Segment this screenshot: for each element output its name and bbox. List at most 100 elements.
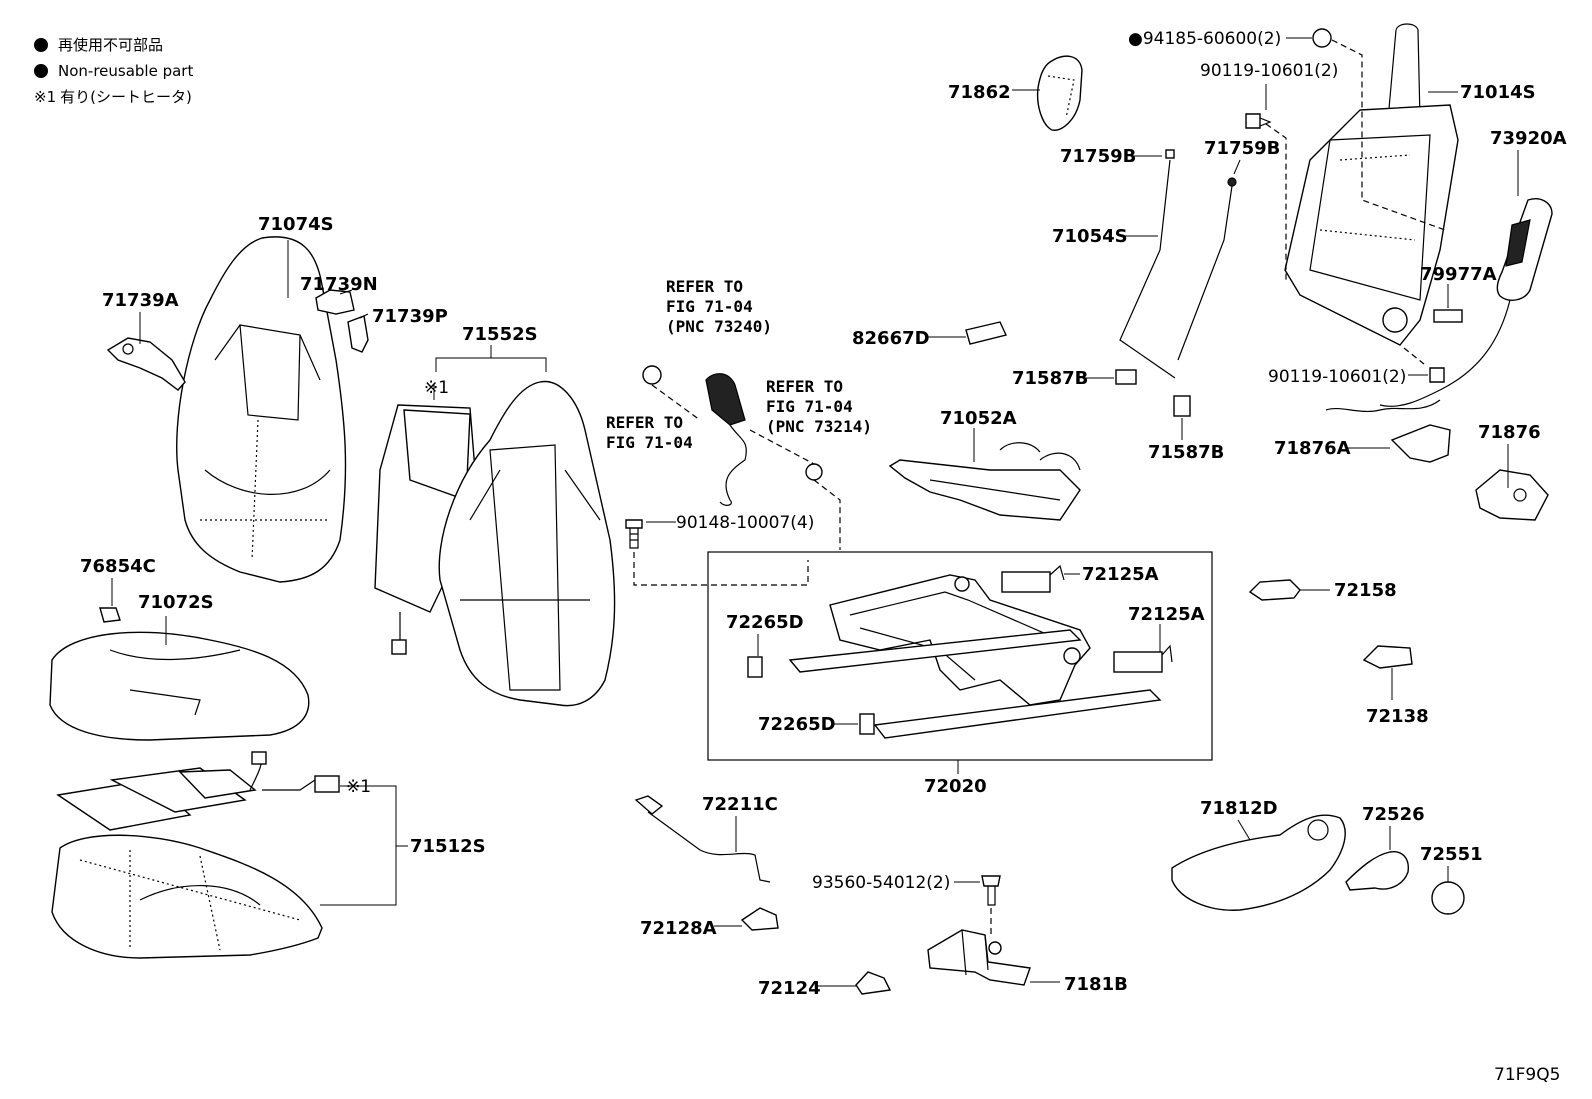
bolt-93560	[981, 875, 1001, 906]
part-label-93560: 93560-54012(2)	[812, 873, 950, 893]
part-label-71739N: 71739N	[300, 274, 378, 295]
part-label-94185: ●94185-60600(2)	[1128, 29, 1281, 49]
part-label-90148: 90148-10007(4)	[676, 513, 814, 533]
label-79977A-part	[1433, 309, 1463, 323]
spring-71052A	[888, 442, 1081, 521]
part-label-71759B-left: 71759B	[1060, 146, 1136, 167]
nut-icon	[642, 365, 662, 385]
group-bracket-71552S	[435, 345, 547, 372]
legend: 再使用不可部品 Non-reusable part ※1 有り(シートヒータ)	[34, 32, 193, 110]
part-label-71812D: 71812D	[1200, 798, 1278, 819]
part-label-71074S: 71074S	[258, 214, 334, 235]
part-label-71054S: 71054S	[1052, 226, 1128, 247]
part-label-72211C: 72211C	[702, 794, 778, 815]
part-label-76854C: 76854C	[80, 556, 156, 577]
bolt-90119-lower	[1429, 367, 1445, 383]
legend-en-text: Non-reusable part	[58, 62, 194, 80]
part-label-72128A: 72128A	[640, 918, 717, 939]
part-label-72526: 72526	[1362, 804, 1425, 825]
part-label-73920A: 73920A	[1490, 128, 1567, 149]
clip-71739N	[315, 289, 355, 315]
seatback-frame-71014S	[1284, 23, 1459, 346]
dashed-guide	[651, 384, 841, 550]
refer-c-line3: (PNC 73214)	[766, 417, 872, 436]
part-label-72265D-lower: 72265D	[758, 714, 836, 735]
part-label-72551: 72551	[1420, 844, 1483, 865]
refer-b-line2: FIG 71-04	[606, 433, 693, 452]
refer-b-line1: REFER TO	[606, 413, 683, 432]
clip-72265D-upper	[747, 656, 763, 678]
holder-71587B-lower	[1173, 395, 1191, 417]
legend-row-en: Non-reusable part	[34, 58, 193, 84]
bolt-90119-upper	[1245, 113, 1272, 129]
refer-c-line1: REFER TO	[766, 377, 843, 396]
harness-71876A	[1325, 399, 1451, 463]
part-label-71587B-upper: 71587B	[1012, 368, 1088, 389]
bracket-7181B	[927, 929, 1031, 986]
holder-71587B-upper	[1115, 369, 1137, 385]
cover-72158	[1248, 579, 1301, 601]
non-reusable-dot-icon	[34, 64, 48, 78]
part-label-72265D-upper: 72265D	[726, 612, 804, 633]
cover-72125A-upper	[1001, 564, 1065, 593]
pad-71739A	[106, 337, 186, 391]
part-label-71512S: 71512S	[410, 836, 486, 857]
part-label-79977A: 79977A	[1420, 264, 1497, 285]
refer-a-line1: REFER TO	[666, 277, 743, 296]
legend-ja-text: 再使用不可部品	[58, 36, 164, 54]
part-label-72158: 72158	[1334, 580, 1397, 601]
note-mark: ※1	[34, 88, 57, 106]
part-label-71759B-right: 71759B	[1204, 138, 1280, 159]
refer-a-line2: FIG 71-04	[666, 297, 753, 316]
seatback-cover-71074S	[176, 236, 347, 583]
part-label-71072S: 71072S	[138, 592, 214, 613]
note-text: 有り(シートヒータ)	[60, 88, 192, 106]
clip-72265D-lower	[859, 713, 875, 735]
cover-72125A-lower	[1113, 644, 1173, 673]
part-label-71876A: 71876A	[1274, 438, 1351, 459]
part-label-72125A-lower: 72125A	[1128, 604, 1205, 625]
refer-c-line2: FIG 71-04	[766, 397, 853, 416]
cover-72124	[855, 971, 892, 995]
figure-code: 71F9Q5	[1494, 1065, 1560, 1085]
part-label-82667D: 82667D	[852, 328, 930, 349]
refer-a-line3: (PNC 73240)	[666, 317, 772, 336]
cover-72138	[1362, 645, 1413, 669]
clip-82667D	[965, 321, 1007, 345]
bolt-90148	[625, 519, 643, 549]
rod-72211C	[634, 795, 771, 883]
part-label-71552S: 71552S	[462, 324, 538, 345]
dashed-guide	[1265, 123, 1287, 280]
part-label-71739A: 71739A	[102, 290, 179, 311]
note-mark-cushion: ※1	[346, 777, 371, 797]
dashed-guide	[1403, 347, 1425, 365]
cover-72128A	[740, 907, 779, 931]
dashed-guide	[633, 552, 809, 586]
legend-row-ja: 再使用不可部品	[34, 32, 193, 58]
part-label-71052A: 71052A	[940, 408, 1017, 429]
part-label-72124: 72124	[758, 978, 821, 999]
bracket-71739P	[347, 315, 369, 353]
airbag-73920A	[1379, 198, 1553, 407]
knob-72526	[1345, 851, 1409, 891]
part-label-72020: 72020	[924, 776, 987, 797]
wire-71054S	[1119, 149, 1237, 379]
seat-adjuster-72020	[788, 574, 1162, 739]
cap-72551	[1431, 881, 1465, 915]
seatback-pad-71552S	[438, 380, 616, 707]
cover-71862	[1036, 55, 1083, 131]
note-mark-seatback: ※1	[424, 378, 449, 398]
part-label-72125A-upper: 72125A	[1082, 564, 1159, 585]
nut-94185	[1312, 28, 1332, 48]
cushion-pad-71512S	[51, 834, 323, 959]
clip-76854C	[99, 607, 121, 623]
adjuster-group-box	[707, 551, 1213, 761]
cushion-cover-71072S	[49, 631, 310, 741]
bracket-71876	[1475, 469, 1549, 521]
leader-lines	[111, 37, 1519, 987]
part-label-71014S: 71014S	[1460, 82, 1536, 103]
legend-row-note: ※1 有り(シートヒータ)	[34, 84, 193, 110]
side-airbag-harness	[705, 373, 747, 506]
part-label-71739P: 71739P	[372, 306, 448, 327]
